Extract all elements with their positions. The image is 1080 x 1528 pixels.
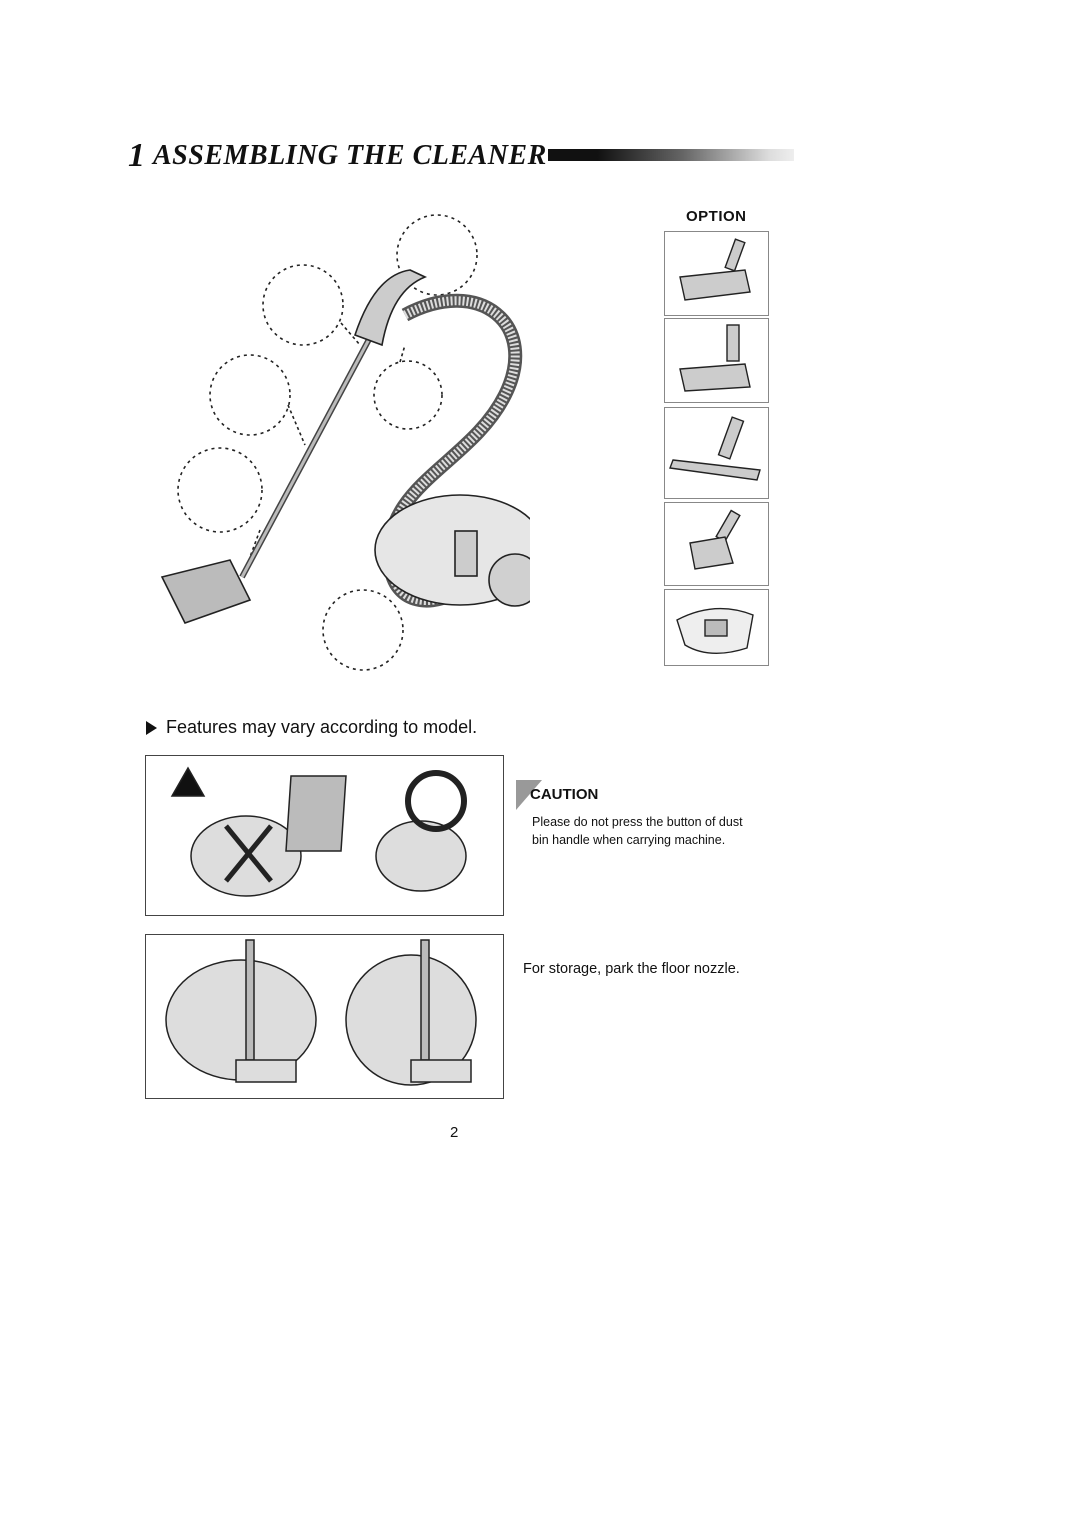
- option-parquet-brush: [664, 318, 769, 403]
- triangle-bullet-icon: [146, 720, 157, 735]
- caution-text: Please do not press the button of dust b…: [532, 815, 743, 847]
- caution-label: CAUTION: [530, 786, 599, 803]
- section-number: 1: [128, 137, 145, 174]
- turbo-brush-icon: [689, 509, 741, 570]
- dust-bag-icon: [676, 607, 754, 655]
- storage-note: For storage, park the floor nozzle.: [523, 961, 740, 977]
- handle-connection-callout: [262, 264, 344, 346]
- option-turbo-brush: [664, 502, 769, 586]
- caution-illustration-panel: [145, 755, 504, 916]
- nozzle-connection-callout: [177, 447, 263, 533]
- caution-wedge-icon: [516, 780, 542, 810]
- storage-illustration-panel: [145, 934, 504, 1099]
- ok-circle-icon: [405, 770, 467, 832]
- accessory-callout: [373, 360, 443, 430]
- pipe-adjust-callout: [209, 354, 291, 436]
- floor-brush-icon: [679, 238, 751, 301]
- option-wide-nozzle: [664, 407, 769, 499]
- option-floor-brush: [664, 231, 769, 316]
- wide-floor-nozzle-icon: [669, 416, 761, 481]
- option-label: OPTION: [686, 208, 747, 225]
- caution-tag: CAUTION: [516, 780, 624, 810]
- hose-insert-callout: [322, 589, 404, 671]
- warning-triangle-icon: [170, 766, 206, 797]
- parked-nozzle-illustration: [165, 939, 477, 1086]
- section-title: ASSEMBLING THE CLEANER: [153, 140, 547, 171]
- assembly-illustration: [160, 214, 530, 671]
- features-note-text: Features may vary according to model.: [166, 717, 478, 737]
- parquet-brush-icon: [679, 324, 751, 392]
- heading-gradient-bar: [548, 149, 794, 161]
- carrying-warning-illustration: [170, 766, 467, 897]
- hose-connection-callout: [396, 214, 478, 296]
- features-note: Features may vary according to model.: [146, 717, 477, 738]
- section-heading: 1 ASSEMBLING THE CLEANER: [128, 136, 547, 176]
- option-dust-bag: [664, 589, 769, 666]
- page-number: 2: [450, 1124, 459, 1141]
